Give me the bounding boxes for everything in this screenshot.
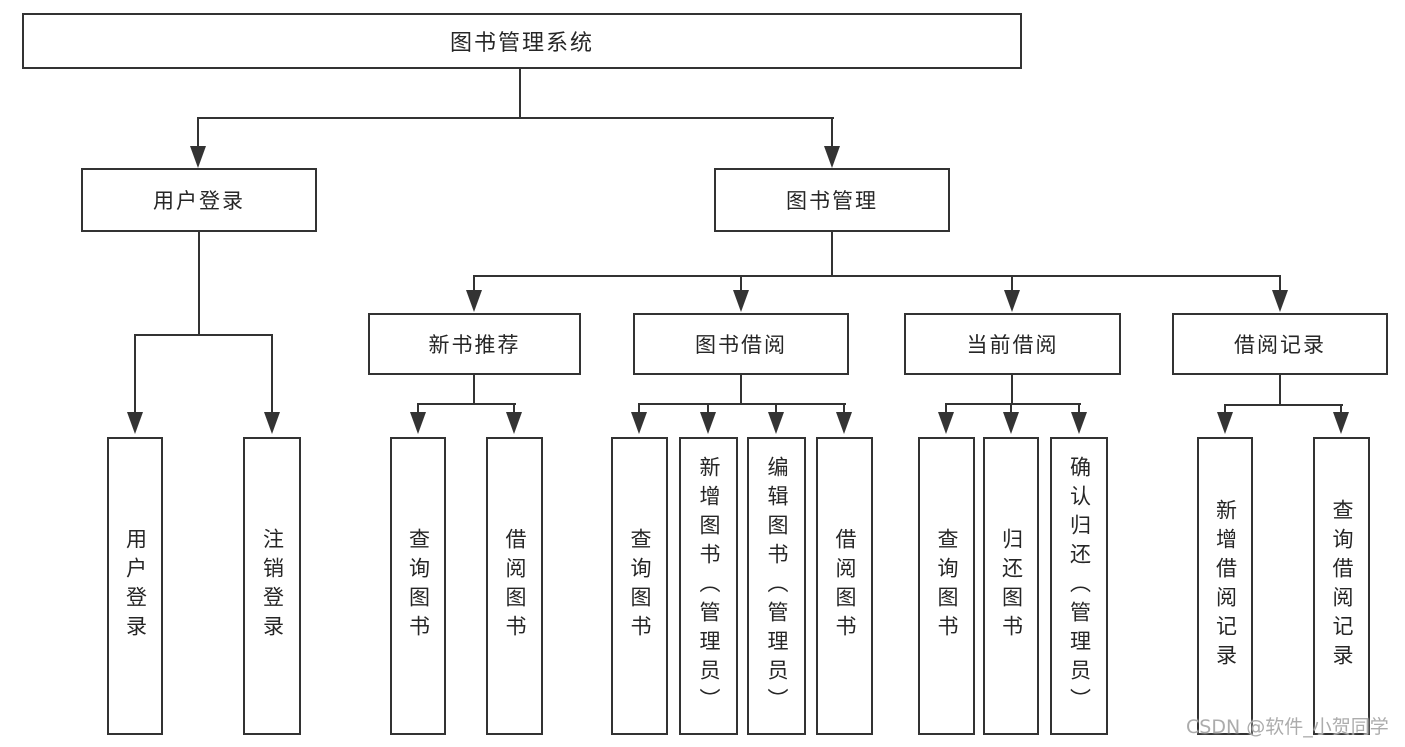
connector-line — [740, 375, 742, 405]
leaf-current-confirm: 确认归还（管理员） — [1050, 437, 1108, 735]
leaf-newbooks-query-label: 查询图书 — [406, 528, 431, 644]
leaf-current-return-label: 归还图书 — [999, 528, 1024, 644]
leaf-borrow-borrow-label: 借阅图书 — [833, 528, 857, 644]
connector-line — [638, 403, 640, 413]
node-root-label: 图书管理系统 — [449, 31, 594, 56]
leaf-current-query: 查询图书 — [918, 437, 975, 735]
connector-line — [945, 403, 1081, 405]
connector-line — [417, 403, 419, 413]
leaf-records-query: 查询借阅记录 — [1313, 437, 1370, 735]
arrow-down-icon — [1071, 412, 1087, 434]
connector-line — [1279, 275, 1281, 291]
connector-line — [740, 275, 742, 291]
arrow-down-icon — [733, 290, 749, 312]
arrow-down-icon — [1004, 290, 1020, 312]
leaf-newbooks-borrow-label: 借阅图书 — [503, 528, 527, 644]
leaf-borrow-query: 查询图书 — [611, 437, 668, 735]
node-user-login-label: 用户登录 — [153, 189, 245, 213]
node-book-borrow: 图书借阅 — [633, 313, 849, 375]
connector-line — [271, 334, 273, 413]
arrow-down-icon — [1272, 290, 1288, 312]
connector-line — [1340, 404, 1342, 413]
node-root: 图书管理系统 — [22, 13, 1022, 69]
leaf-current-confirm-label: 确认归还（管理员） — [1067, 455, 1092, 717]
node-new-books: 新书推荐 — [368, 313, 581, 375]
connector-line — [1078, 403, 1080, 413]
connector-line — [1011, 275, 1013, 291]
leaf-records-query-label: 查询借阅记录 — [1330, 499, 1354, 673]
arrow-down-icon — [938, 412, 954, 434]
leaf-newbooks-borrow: 借阅图书 — [486, 437, 543, 735]
connector-line — [1279, 375, 1281, 406]
connector-line — [134, 334, 273, 336]
node-new-books-label: 新书推荐 — [428, 333, 521, 357]
leaf-user-login: 用户登录 — [107, 437, 163, 735]
connector-line — [519, 69, 521, 118]
node-user-login: 用户登录 — [81, 168, 317, 232]
connector-line — [945, 403, 947, 413]
leaf-borrow-add-label: 新增图书（管理员） — [697, 455, 721, 717]
arrow-down-icon — [768, 412, 784, 434]
leaf-records-add-label: 新增借阅记录 — [1213, 499, 1238, 673]
connector-line — [417, 403, 516, 405]
leaf-user-login-label: 用户登录 — [123, 528, 148, 644]
arrow-down-icon — [264, 412, 280, 434]
arrow-down-icon — [466, 290, 482, 312]
connector-line — [638, 403, 846, 405]
connector-line — [1010, 403, 1012, 413]
connector-line — [831, 232, 833, 277]
connector-line — [707, 403, 709, 413]
leaf-records-add: 新增借阅记录 — [1197, 437, 1253, 735]
leaf-logout-label: 注销登录 — [260, 528, 285, 644]
leaf-borrow-query-label: 查询图书 — [628, 528, 652, 644]
node-current-borrow: 当前借阅 — [904, 313, 1121, 375]
arrow-down-icon — [824, 146, 840, 168]
arrow-down-icon — [410, 412, 426, 434]
arrow-down-icon — [1217, 412, 1233, 434]
node-book-borrow-label: 图书借阅 — [695, 333, 787, 357]
arrow-down-icon — [506, 412, 522, 434]
connector-line — [197, 117, 199, 147]
connector-line — [1224, 404, 1226, 413]
arrow-down-icon — [1003, 412, 1019, 434]
leaf-current-query-label: 查询图书 — [935, 528, 959, 644]
connector-line — [1011, 375, 1013, 405]
leaf-borrow-add: 新增图书（管理员） — [679, 437, 738, 735]
leaf-logout: 注销登录 — [243, 437, 301, 735]
connector-line — [513, 403, 515, 413]
connector-line — [1224, 404, 1343, 406]
arrow-down-icon — [700, 412, 716, 434]
connector-line — [775, 403, 777, 413]
node-current-borrow-label: 当前借阅 — [966, 333, 1059, 357]
leaf-borrow-edit: 编辑图书（管理员） — [747, 437, 806, 735]
arrow-down-icon — [190, 146, 206, 168]
leaf-current-return: 归还图书 — [983, 437, 1039, 735]
node-borrow-records: 借阅记录 — [1172, 313, 1388, 375]
connector-line — [198, 232, 200, 336]
leaf-borrow-borrow: 借阅图书 — [816, 437, 873, 735]
arrow-down-icon — [836, 412, 852, 434]
connector-line — [473, 375, 475, 405]
connector-line — [473, 275, 1281, 277]
connector-line — [843, 403, 845, 413]
connector-line — [473, 275, 475, 291]
node-borrow-records-label: 借阅记录 — [1234, 333, 1326, 357]
node-book-mgmt-label: 图书管理 — [786, 189, 878, 213]
arrow-down-icon — [631, 412, 647, 434]
connector-line — [831, 117, 833, 147]
leaf-newbooks-query: 查询图书 — [390, 437, 446, 735]
watermark-text: CSDN @软件_小贺同学 — [1186, 716, 1389, 738]
node-book-mgmt: 图书管理 — [714, 168, 950, 232]
connector-line — [197, 117, 834, 119]
leaf-borrow-edit-label: 编辑图书（管理员） — [765, 455, 789, 717]
connector-line — [134, 334, 136, 413]
arrow-down-icon — [1333, 412, 1349, 434]
arrow-down-icon — [127, 412, 143, 434]
